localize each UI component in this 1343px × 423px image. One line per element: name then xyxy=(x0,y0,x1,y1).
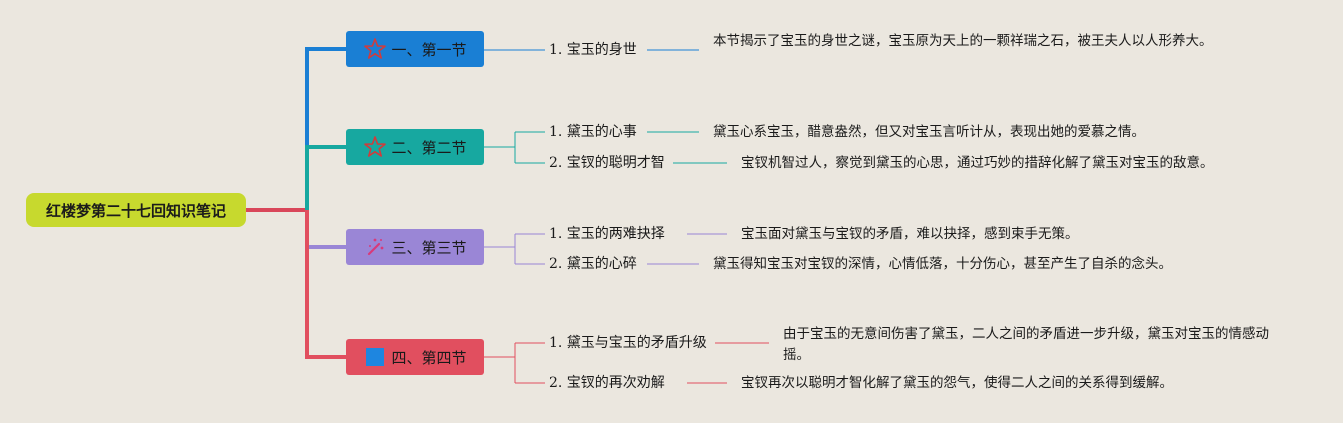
section-branch xyxy=(305,210,346,249)
topic-node[interactable]: 1. 宝玉的两难抉择 xyxy=(549,226,665,242)
topic-detail: 宝玉面对黛玉与宝钗的矛盾，难以抉择，感到束手无策。 xyxy=(741,226,1079,242)
topic-node[interactable]: 2. 黛玉的心碎 xyxy=(549,256,637,272)
topic-node[interactable]: 2. 宝钗的聪明才智 xyxy=(549,155,665,171)
section-label: 三、第三节 xyxy=(391,238,467,257)
section-label: 一、第一节 xyxy=(391,40,467,59)
section-node-1[interactable]: 一、第一节 xyxy=(346,31,484,67)
topic-detail: 宝钗再次以聪明才智化解了黛玉的怨气，使得二人之间的关系得到缓解。 xyxy=(741,375,1173,391)
blue-square-icon xyxy=(363,345,387,369)
topic-node[interactable]: 2. 宝钗的再次劝解 xyxy=(549,375,665,391)
section-branch xyxy=(305,47,346,210)
section-branch xyxy=(305,210,346,359)
topic-node[interactable]: 1. 宝玉的身世 xyxy=(549,42,637,58)
section-branch xyxy=(305,145,346,210)
topic-detail: 本节揭示了宝玉的身世之谜，宝玉原为天上的一颗祥瑞之石，被王夫人以人形养大。 xyxy=(713,33,1213,49)
star-outline-icon xyxy=(363,135,387,159)
section-node-2[interactable]: 二、第二节 xyxy=(346,129,484,165)
topic-detail: 宝钗机智过人，察觉到黛玉的心思，通过巧妙的措辞化解了黛玉对宝玉的敌意。 xyxy=(741,155,1214,171)
section-node-3[interactable]: 三、第三节 xyxy=(346,229,484,265)
topic-detail: 由于宝玉的无意间伤害了黛玉，二人之间的矛盾进一步升级，黛玉对宝玉的情感动摇。 xyxy=(783,326,1269,363)
topic-node[interactable]: 1. 黛玉的心事 xyxy=(549,124,637,140)
section-label: 四、第四节 xyxy=(391,348,467,367)
section-label: 二、第二节 xyxy=(391,138,467,157)
topic-node[interactable]: 1. 黛玉与宝玉的矛盾升级 xyxy=(549,335,707,351)
sparkle-icon xyxy=(363,235,387,259)
star-outline-icon xyxy=(363,37,387,61)
root-node[interactable]: 红楼梦第二十七回知识笔记 xyxy=(26,193,246,227)
topic-detail: 黛玉心系宝玉，醋意盎然，但又对宝玉言听计从，表现出她的爱慕之情。 xyxy=(713,124,1145,140)
section-node-4[interactable]: 四、第四节 xyxy=(346,339,484,375)
topic-detail: 黛玉得知宝玉对宝钗的深情，心情低落，十分伤心，甚至产生了自杀的念头。 xyxy=(713,256,1172,272)
